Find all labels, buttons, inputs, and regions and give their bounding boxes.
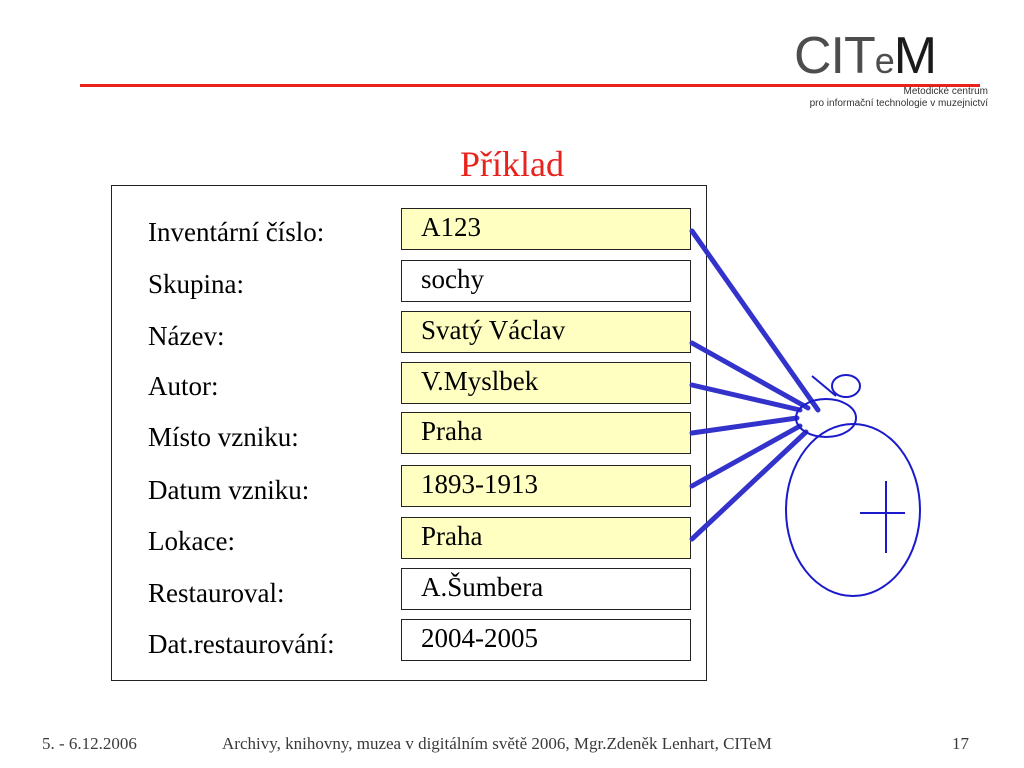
logo-word-cit: CIT [794,27,876,85]
slide-title: Příklad [460,144,564,184]
field-value-restored-by: A.Šumbera [401,568,691,610]
field-label-restoration-date: Dat.restaurování: [148,629,335,659]
field-value-date-of-origin: 1893-1913 [401,465,691,507]
figure-eye-circle [831,374,861,398]
connector-line-inventory-number [689,228,821,413]
field-label-restored-by: Restauroval: [148,578,285,608]
logo-word-e: e [874,40,895,81]
footer-event: Archivy, knihovny, muzea v digitálním sv… [222,734,772,753]
connector-line-location [689,429,809,542]
field-label-inventory-number: Inventární číslo: [148,217,325,247]
field-label-group: Skupina: [148,269,245,299]
figure-head-ellipse [795,398,857,438]
footer-page-number: 17 [952,734,969,753]
field-label-name: Název: [148,321,225,351]
field-value-restoration-date: 2004-2005 [401,619,691,661]
connector-line-date-of-origin [689,423,803,489]
field-value-author: V.Myslbek [401,362,691,404]
field-label-place-of-origin: Místo vzniku: [148,422,299,452]
logo-wordmark: CITeM [794,26,937,91]
field-label-location: Lokace: [148,526,235,556]
footer-date: 5. - 6.12.2006 [42,734,137,753]
field-value-group: sochy [401,260,691,302]
field-value-name: Svatý Václav [401,311,691,353]
figure-brow-stroke [811,375,837,397]
connector-line-place-of-origin [689,415,800,436]
citem-logo: CITeM Metodické centrum pro informační t… [790,26,990,116]
object-figure [785,374,921,597]
field-label-author: Autor: [148,371,219,401]
figure-body-ellipse [785,423,921,597]
connector-line-author [689,382,803,413]
connector-line-name [689,340,811,411]
field-label-date-of-origin: Datum vzniku: [148,475,310,505]
logo-tagline-2: pro informační technologie v muzejnictví [809,98,988,109]
field-value-place-of-origin: Praha [401,412,691,454]
field-connector-lines [689,228,821,542]
header-rule [80,84,980,87]
field-value-location: Praha [401,517,691,559]
logo-word-m: M [893,27,937,85]
logo-tagline-1: Metodické centrum [903,86,988,97]
field-value-inventory-number: A123 [401,208,691,250]
